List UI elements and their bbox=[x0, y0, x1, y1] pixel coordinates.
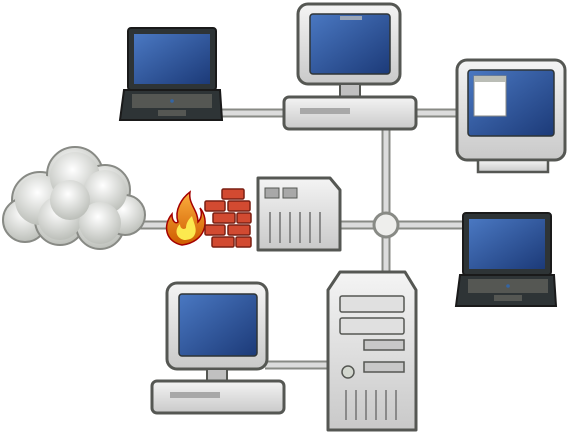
network-cables bbox=[140, 108, 465, 370]
server-tower-icon bbox=[326, 270, 418, 432]
router-icon bbox=[256, 176, 342, 252]
network-hub-icon bbox=[372, 211, 400, 239]
firewall-icon bbox=[165, 188, 252, 248]
flame-icon bbox=[165, 190, 206, 246]
laptop-icon bbox=[454, 212, 558, 307]
desktop-computer-icon bbox=[150, 281, 286, 415]
desktop-computer-icon bbox=[282, 2, 418, 131]
desktop-computer-icon bbox=[455, 58, 567, 174]
cloud-icon bbox=[2, 146, 146, 250]
brick-wall-icon bbox=[204, 188, 252, 248]
laptop-icon bbox=[118, 27, 224, 121]
